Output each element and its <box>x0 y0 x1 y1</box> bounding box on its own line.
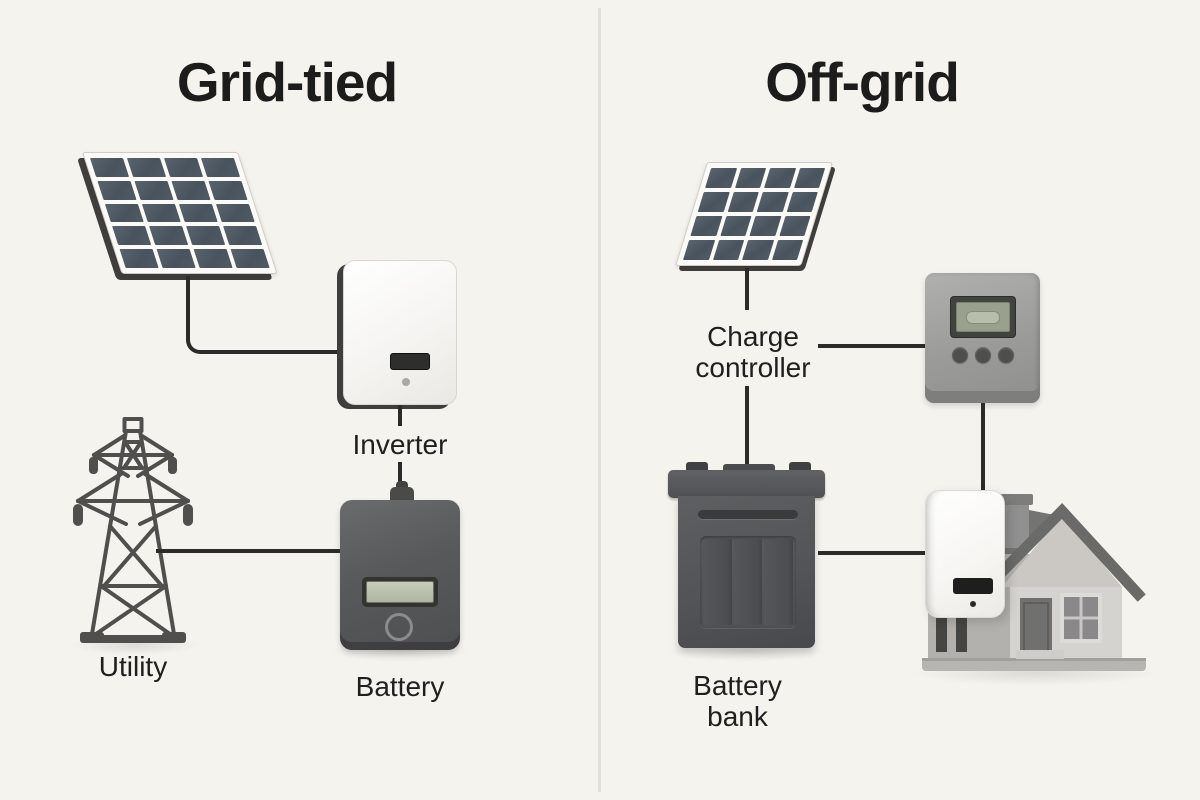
battery-terminal <box>396 481 408 489</box>
column-divider <box>598 8 601 792</box>
solar-cell <box>163 158 204 177</box>
solar-cell <box>690 216 722 236</box>
battery-display-screen <box>366 581 434 603</box>
inverter-display <box>390 353 430 370</box>
solar-cell <box>215 203 255 223</box>
connector-label-to-battery-bank <box>745 386 749 464</box>
solar-cell <box>104 203 144 223</box>
solar-cell <box>749 216 781 236</box>
charge-controller-display <box>950 296 1016 338</box>
solar-cell <box>719 216 752 236</box>
wall-inverter-icon <box>925 490 1005 618</box>
connector-panel-to-inverter <box>186 276 349 354</box>
solar-cell <box>771 240 804 260</box>
solar-cell <box>178 203 218 223</box>
charge-controller-button <box>975 347 991 363</box>
solar-cell <box>705 168 737 188</box>
charge-controller-label: Charge controller <box>695 321 811 383</box>
battery-terminal-base <box>390 487 414 502</box>
battery-bank-cell <box>703 539 732 625</box>
battery-bank-label: Battery bank <box>693 670 782 732</box>
solar-cell <box>230 249 270 268</box>
connector-label-to-controller <box>818 344 925 348</box>
inverter-led <box>402 378 410 386</box>
solar-cell <box>793 168 826 188</box>
solar-cell <box>149 226 189 246</box>
right-title: Off-grid <box>765 51 960 113</box>
solar-cell <box>742 240 774 260</box>
wall-inverter-led <box>970 601 976 607</box>
connector-panel-to-label <box>745 268 749 310</box>
charge-controller-button <box>998 347 1014 363</box>
connector-inverter-to-label <box>398 405 402 426</box>
solar-cell <box>697 192 730 212</box>
solar-cell <box>186 226 226 246</box>
solar-cell <box>727 192 759 212</box>
solar-cell <box>208 180 248 200</box>
solar-cell <box>734 168 767 188</box>
battery-bank-cells <box>700 536 796 628</box>
inverter-label: Inverter <box>352 429 448 460</box>
solar-cell <box>683 240 715 260</box>
battery-display <box>362 577 438 607</box>
solar-cell <box>97 180 137 200</box>
solar-cell <box>156 249 196 268</box>
battery-bank-lid <box>668 470 825 498</box>
inverter-icon <box>343 260 457 405</box>
solar-cell <box>786 192 818 212</box>
left-title: Grid-tied <box>176 51 398 113</box>
solar-cell <box>171 180 211 200</box>
solar-cell <box>126 158 167 177</box>
charge-controller-screen <box>956 302 1010 332</box>
charge-controller-screen-pill <box>966 310 1000 324</box>
battery-label: Battery <box>355 671 445 702</box>
battery-bank-cell <box>733 539 763 625</box>
solar-cell <box>89 158 130 177</box>
solar-cell <box>119 249 159 268</box>
connector-label-to-battery <box>398 462 402 488</box>
connector-utility-to-battery <box>156 549 340 553</box>
solar-cell <box>141 203 181 223</box>
connector-bank-to-inverter <box>818 551 926 555</box>
battery-bank-terminal <box>723 464 775 472</box>
solar-cell <box>112 226 152 246</box>
battery-bank-slot <box>698 510 798 519</box>
solar-cell <box>134 180 174 200</box>
charge-controller-button <box>952 347 968 363</box>
battery-bank-cell <box>764 539 793 625</box>
solar-cell <box>223 226 263 246</box>
solar-cell <box>778 216 811 236</box>
battery-icon <box>340 500 460 650</box>
solar-cell <box>193 249 233 268</box>
utility-label: Utility <box>98 651 168 682</box>
battery-bank-icon <box>678 496 815 648</box>
solar-cell <box>712 240 745 260</box>
battery-button <box>385 613 413 641</box>
connector-controller-to-house <box>981 403 985 492</box>
wall-inverter-display <box>953 578 993 594</box>
solar-cell <box>200 158 241 177</box>
charge-controller-icon <box>925 273 1040 403</box>
battery-bank-terminal <box>686 462 708 472</box>
battery-bank-terminal <box>789 462 811 472</box>
solar-cell <box>756 192 789 212</box>
utility-tower-icon <box>73 417 193 643</box>
solar-cell <box>764 168 796 188</box>
